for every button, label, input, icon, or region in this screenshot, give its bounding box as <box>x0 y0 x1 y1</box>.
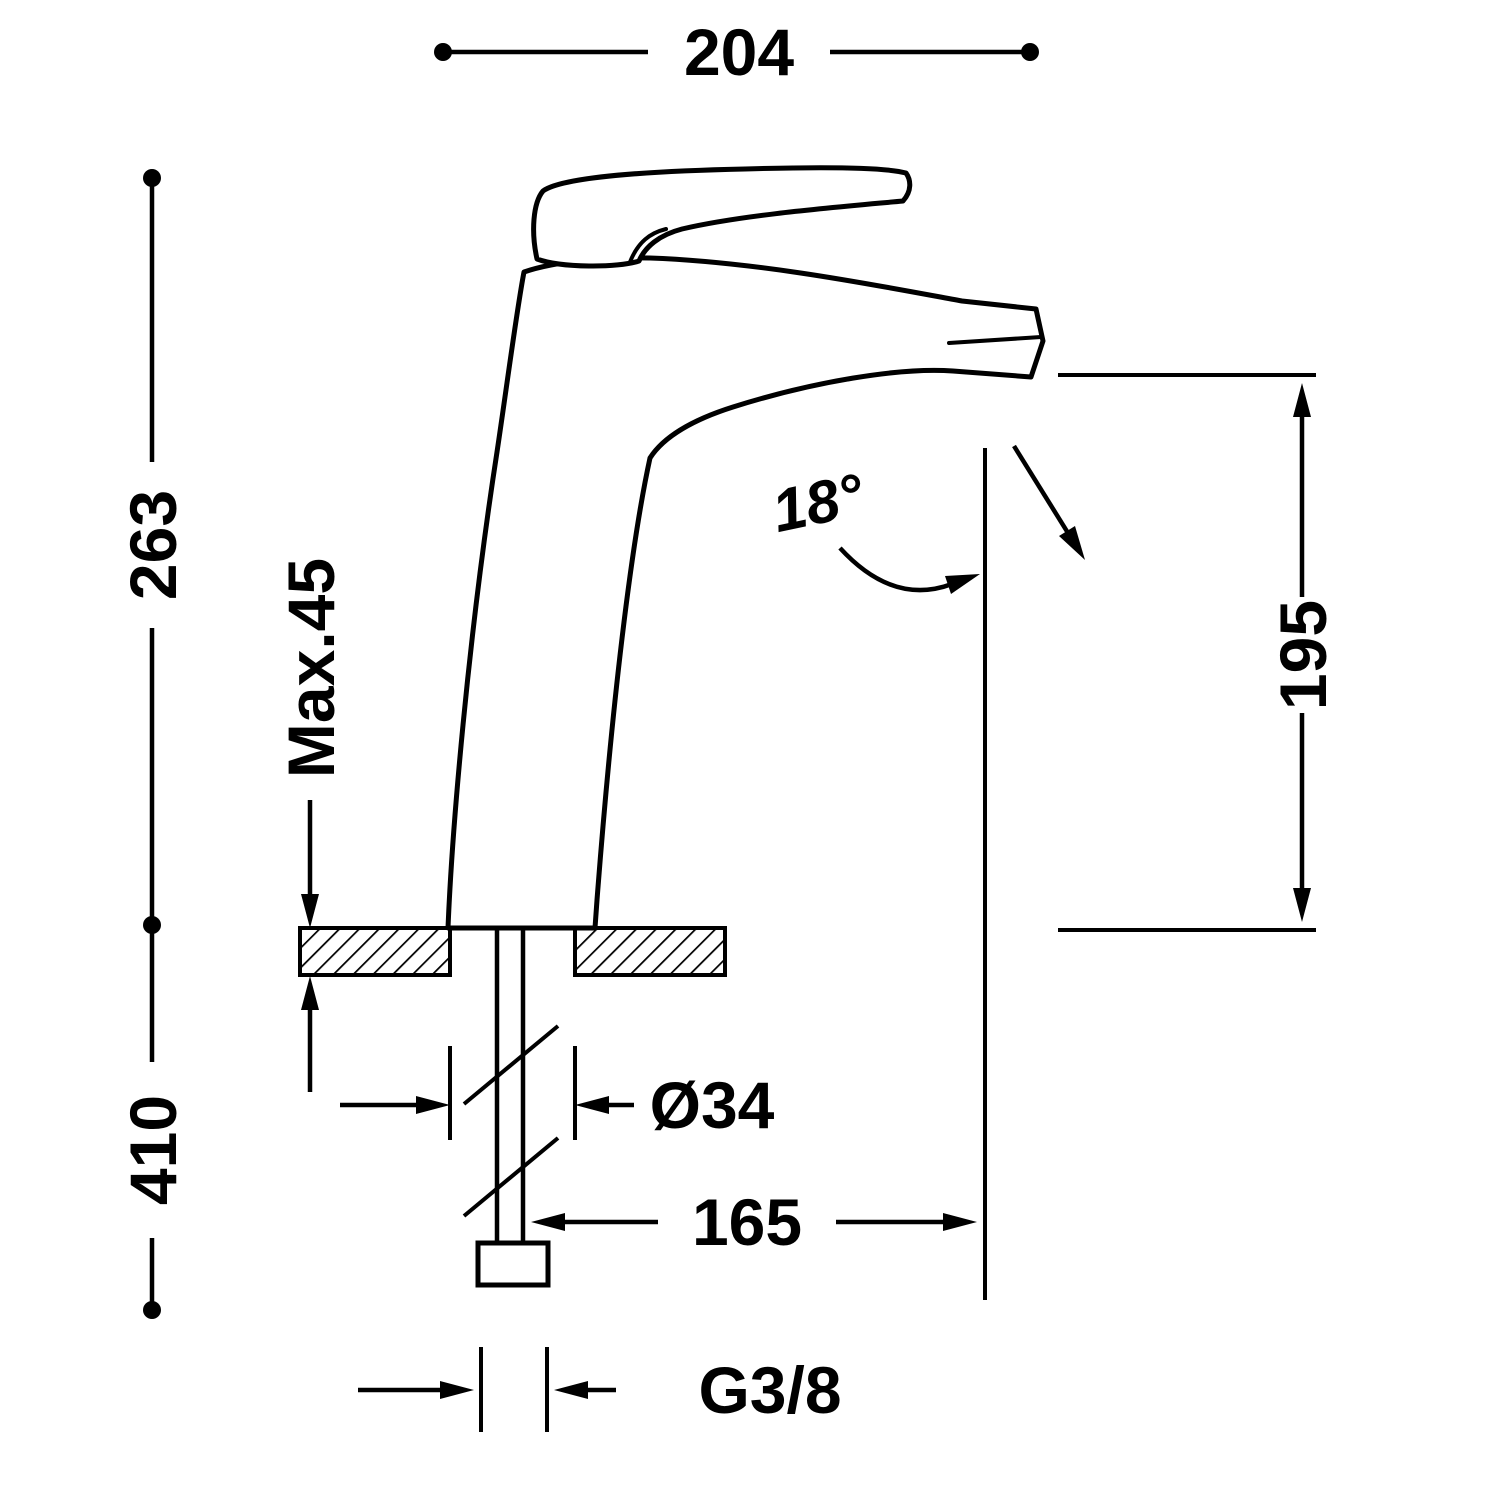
dimension-outlet-height: 195 <box>1058 373 1340 932</box>
pipe-break-line <box>462 1024 560 1106</box>
arrowhead-left <box>554 1381 588 1399</box>
dimension-max-deck-thickness: Max.45 <box>274 558 348 1092</box>
arrowhead-left <box>575 1096 609 1114</box>
arrowhead-down <box>1293 888 1311 922</box>
outlet-height-dimension-label: 195 <box>1266 600 1340 710</box>
max-deck-thickness-dimension-label: Max.45 <box>274 558 348 778</box>
faucet-body-and-spout <box>445 255 1046 931</box>
thread-dimension-label: G3/8 <box>698 1353 841 1427</box>
connection-nut <box>475 1240 551 1288</box>
arrowhead-up <box>301 976 319 1010</box>
faucet-lever-handle <box>531 165 913 269</box>
deck-section-right <box>573 926 727 977</box>
angle-arc-arrow <box>838 546 953 593</box>
faucet-outline <box>445 165 1046 931</box>
arrowhead-up <box>1293 383 1311 417</box>
hole-diameter-dimension-label: Ø34 <box>650 1068 775 1142</box>
top-width-dimension-label: 204 <box>684 15 794 89</box>
dimension-spout-reach: 165 <box>531 1185 977 1259</box>
dimension-height-above-deck: 263 <box>116 169 190 934</box>
dimension-hole-diameter: Ø34 <box>340 1068 775 1142</box>
arrowhead-down <box>301 894 319 928</box>
spout-reach-dimension-label: 165 <box>692 1185 802 1259</box>
pipe-break-line <box>462 1136 560 1218</box>
spout-angle-label: 18° <box>766 461 870 546</box>
deck-section-left <box>298 926 452 977</box>
arrowhead-left <box>531 1213 565 1231</box>
arrowhead-right <box>416 1096 450 1114</box>
arrowhead-right <box>440 1381 474 1399</box>
handle-hinge-detail <box>628 227 668 264</box>
dimension-height-below: 410 <box>116 925 190 1319</box>
height-above-deck-dimension-label: 263 <box>116 490 190 600</box>
arrowhead-angle-arc <box>945 574 980 594</box>
supply-pipe <box>448 928 577 1288</box>
height-below-dimension-label: 410 <box>116 1095 190 1205</box>
mounting-deck <box>298 926 727 977</box>
dimension-thread: G3/8 <box>358 1347 842 1432</box>
angle-annotation: 18° <box>766 444 1085 594</box>
aerator-detail-line <box>947 335 1043 345</box>
arrowhead-right <box>943 1213 977 1231</box>
dimension-top-width: 204 <box>434 15 1039 89</box>
angle-reference-line <box>1012 444 1070 535</box>
arrowhead-angle-line <box>1059 526 1085 560</box>
